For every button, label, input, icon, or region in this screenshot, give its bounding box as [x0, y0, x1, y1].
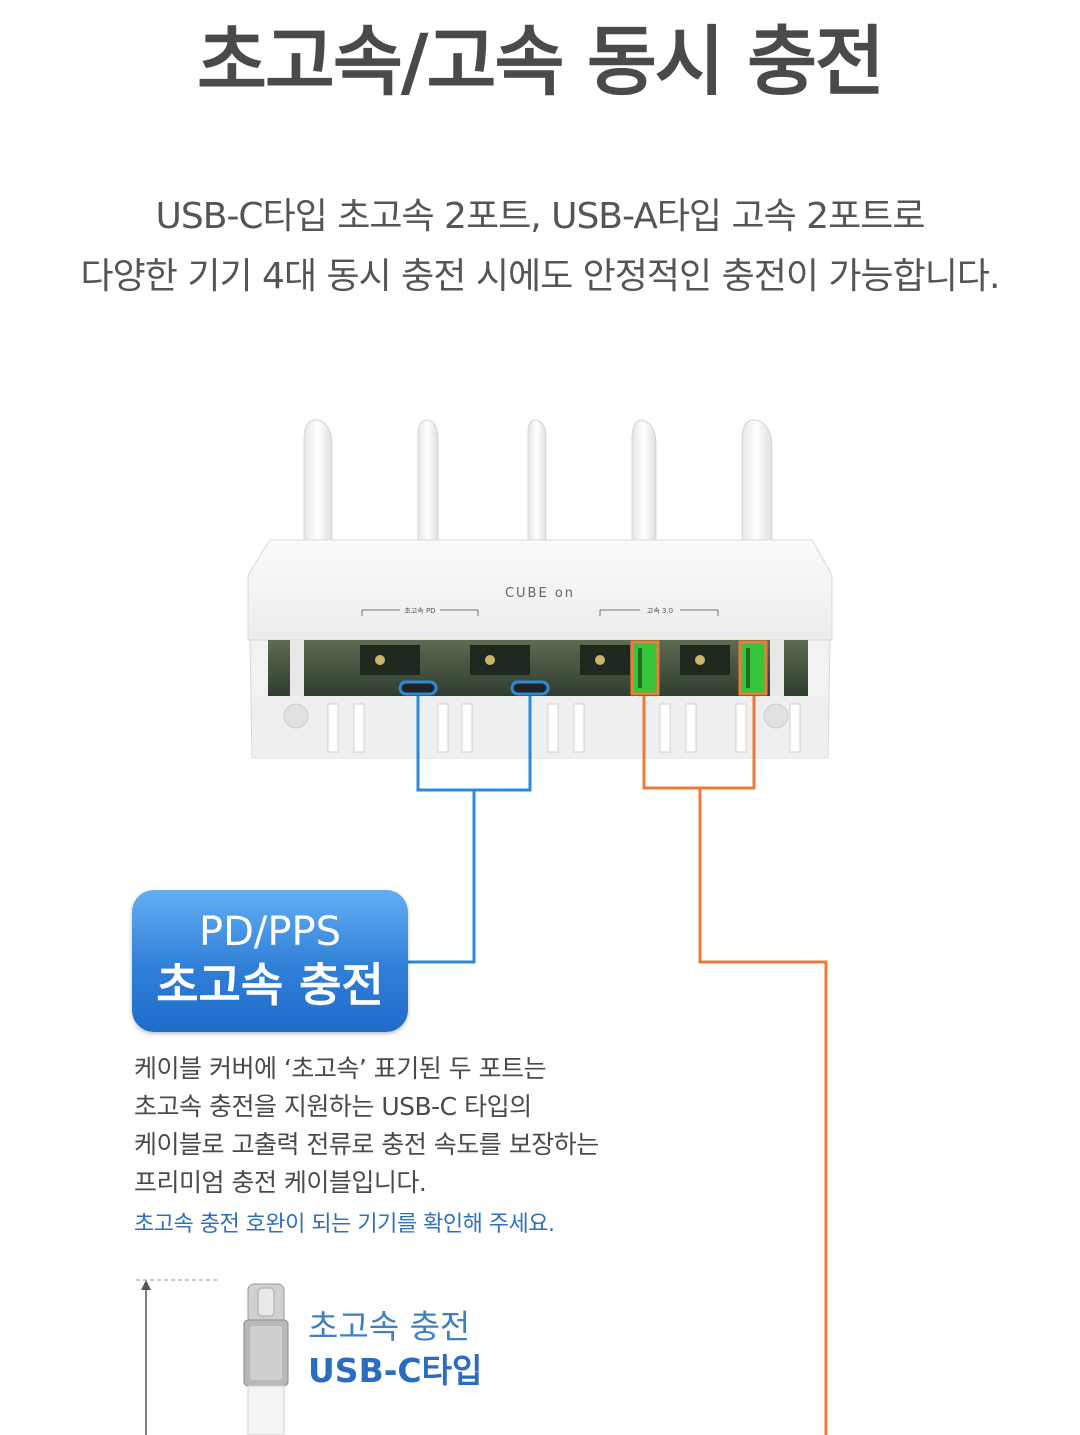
cable-description: 케이블 커버에 ‘초고속’ 표기된 두 포트는 초고속 충전을 지원하는 USB… [134, 1050, 654, 1202]
pd-pps-badge: PD/PPS 초고속 충전 [132, 890, 408, 1032]
description-line: 케이블 커버에 ‘초고속’ 표기된 두 포트는 [134, 1054, 547, 1083]
usb-c-connector-lines [408, 696, 532, 964]
description-line: 케이블로 고출력 전류로 충전 속도를 보장하는 [134, 1130, 599, 1159]
usb-a-connector-lines [642, 696, 828, 1435]
cable-label-speed: 초고속 충전 [308, 1307, 471, 1346]
subtitle-line-1: USB-C타입 초고속 2포트, USB-A타입 고속 2포트로 [155, 196, 926, 237]
usb-c-port-1 [398, 680, 438, 696]
headline: 초고속/고속 동시 충전 [197, 17, 885, 106]
usb-c-port-2 [510, 680, 550, 696]
cable-label-type: USB-C타입 [308, 1351, 483, 1390]
subtitle-line-2: 다양한 기기 4대 동시 충전 시에도 안정적인 충전이 가능합니다. [80, 256, 1001, 297]
badge-line-2: 초고속 충전 [156, 958, 384, 1012]
brand-logo: CUBE on [505, 586, 575, 601]
usb-a-port-1 [630, 640, 660, 696]
port-label-left: 초고속 PD [404, 607, 435, 615]
station-body [247, 539, 833, 641]
port-label-right: 고속 3.0 [647, 607, 673, 615]
phone-dividers [303, 419, 773, 561]
usb-a-port-2 [738, 640, 768, 696]
badge-line-1: PD/PPS [198, 909, 342, 955]
compatibility-note: 초고속 충전 호완이 되는 기기를 확인해 주세요. [134, 1212, 555, 1237]
description-line: 초고속 충전을 지원하는 USB-C 타입의 [134, 1092, 532, 1121]
usb-c-cable-icon [243, 1283, 289, 1435]
description-line: 프리미엄 충전 케이블입니다. [134, 1168, 427, 1197]
